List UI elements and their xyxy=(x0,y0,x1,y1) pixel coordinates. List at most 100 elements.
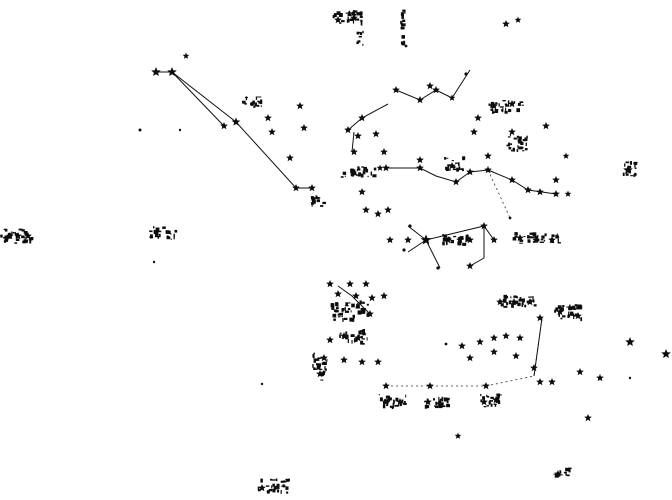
star xyxy=(350,14,358,22)
star xyxy=(548,236,556,244)
star xyxy=(334,16,342,24)
star xyxy=(576,368,584,376)
star xyxy=(564,190,572,197)
star xyxy=(542,122,550,130)
label-glyph xyxy=(340,166,377,178)
star xyxy=(354,132,362,140)
star xyxy=(574,312,582,320)
star xyxy=(448,94,456,101)
label-glyph xyxy=(506,134,528,152)
label-glyph xyxy=(310,195,326,207)
star xyxy=(466,354,474,362)
star xyxy=(354,334,362,342)
star xyxy=(14,232,22,240)
star xyxy=(320,354,328,362)
label-glyph xyxy=(488,100,524,114)
star xyxy=(258,484,266,492)
star xyxy=(380,292,388,300)
star xyxy=(552,190,560,198)
star-dot xyxy=(138,128,142,132)
star xyxy=(296,102,304,110)
line-center-chain xyxy=(386,167,489,183)
label-glyph xyxy=(444,156,466,172)
star-dot xyxy=(628,376,632,380)
star-dot xyxy=(436,266,440,270)
line-center-dashed xyxy=(487,169,511,219)
star-dot xyxy=(482,224,486,228)
star xyxy=(536,378,544,386)
star-dot xyxy=(508,216,512,220)
star xyxy=(182,52,190,59)
star xyxy=(376,164,384,171)
star-dot xyxy=(444,342,448,346)
star xyxy=(362,280,370,288)
star xyxy=(508,100,516,108)
star xyxy=(6,232,14,240)
line-center-b xyxy=(351,131,355,153)
star xyxy=(516,334,524,342)
star xyxy=(470,128,478,136)
star xyxy=(416,156,424,164)
star xyxy=(466,262,474,270)
star xyxy=(344,126,352,134)
star xyxy=(625,337,635,346)
star-dot xyxy=(402,248,406,252)
star xyxy=(374,358,382,366)
star xyxy=(512,352,520,360)
star xyxy=(466,168,474,176)
star xyxy=(623,165,633,174)
star xyxy=(416,164,424,172)
star xyxy=(496,298,504,306)
line-lower-chain xyxy=(386,317,543,387)
star xyxy=(552,176,560,184)
star xyxy=(300,124,308,132)
star xyxy=(386,236,394,244)
star xyxy=(548,378,556,386)
star xyxy=(490,102,498,110)
star xyxy=(220,122,228,130)
label-glyph xyxy=(356,30,364,46)
label-glyph xyxy=(332,10,363,26)
star xyxy=(358,188,366,196)
star xyxy=(508,128,516,136)
star xyxy=(392,86,400,94)
star xyxy=(526,298,534,306)
star xyxy=(536,314,544,322)
star xyxy=(382,164,390,172)
star xyxy=(384,206,392,214)
star xyxy=(456,236,464,244)
star xyxy=(268,128,276,136)
label-glyph xyxy=(257,478,290,494)
star xyxy=(510,298,518,306)
star xyxy=(432,86,440,94)
line-upper-left-branch xyxy=(171,71,225,127)
label-glyph xyxy=(149,226,178,240)
star-dot xyxy=(404,44,408,48)
star xyxy=(482,382,490,390)
line-lower-right xyxy=(533,317,543,377)
star xyxy=(452,178,460,186)
star xyxy=(480,398,488,406)
annotation-glyphs xyxy=(0,9,638,494)
star xyxy=(424,398,432,406)
star xyxy=(366,310,374,318)
star xyxy=(596,374,604,382)
small-dots xyxy=(138,26,632,386)
star xyxy=(448,162,456,170)
star xyxy=(530,364,538,372)
star xyxy=(508,176,516,184)
star xyxy=(352,292,360,300)
star xyxy=(316,370,324,378)
star xyxy=(474,114,482,122)
star xyxy=(458,342,466,350)
label-glyph xyxy=(242,96,263,108)
star xyxy=(167,67,177,76)
star xyxy=(308,184,316,192)
star xyxy=(532,236,540,244)
star xyxy=(516,234,524,242)
star xyxy=(584,414,592,422)
star-dot xyxy=(152,260,156,264)
star xyxy=(340,356,348,364)
star xyxy=(436,400,444,408)
